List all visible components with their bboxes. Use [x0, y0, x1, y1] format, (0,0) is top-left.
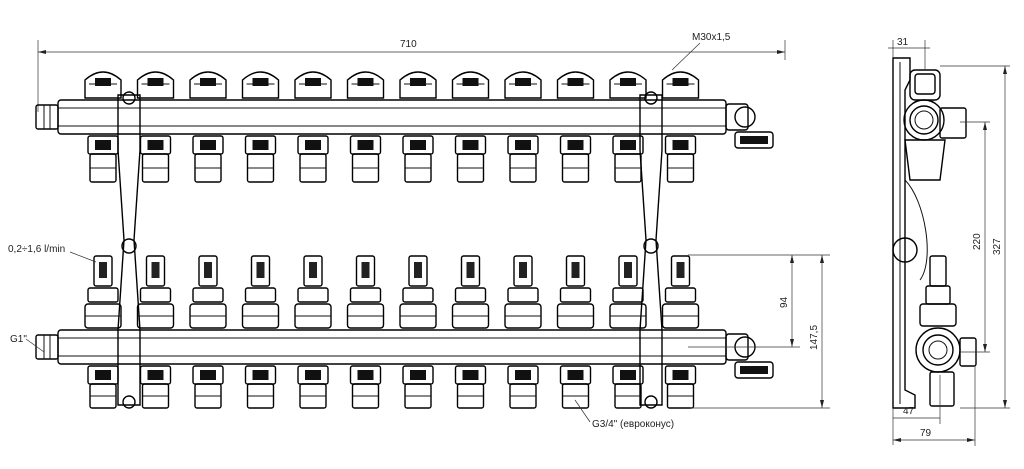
circuit-4: [241, 71, 280, 409]
dimension-710: 710: [37, 39, 786, 112]
thread-label: M30x1,5: [692, 32, 731, 43]
valve-cap: [294, 71, 332, 99]
valve-cap: [136, 71, 175, 99]
dimension-220: 220: [960, 121, 990, 353]
circuit-11: [609, 71, 647, 409]
dimension-94: 94: [688, 254, 830, 348]
valve-cap: [241, 71, 280, 99]
upper-manifold: [35, 99, 774, 149]
thread-callout: M30x1,5: [671, 32, 731, 71]
flow-meter: [303, 255, 323, 287]
dimension-327-label: 327: [992, 238, 1003, 255]
dimension-79-label: 79: [920, 428, 932, 439]
flow-meter: [355, 255, 376, 287]
circuit-1: [84, 71, 122, 409]
valve-cap: [84, 71, 122, 99]
circuit-2: [136, 71, 175, 409]
valve-cap: [504, 71, 542, 99]
circuit-5: [294, 71, 332, 409]
side-view: [892, 57, 977, 409]
inlet-callout: G1": [10, 334, 45, 353]
circuits: [84, 71, 700, 409]
dimension-47-label: 47: [903, 406, 915, 417]
flow-meter: [250, 255, 271, 287]
mounting-brackets: [117, 91, 663, 409]
flow-meter: [565, 255, 586, 287]
dimension-79: 79: [893, 366, 976, 446]
dimension-147: 147,5: [690, 255, 830, 409]
valve-cap: [661, 71, 700, 99]
valve-cap: [189, 71, 227, 99]
dimension-147-label: 147,5: [809, 325, 820, 350]
valve-cap: [556, 71, 595, 99]
valve-cap: [451, 71, 490, 99]
dimension-327: 327: [940, 65, 1010, 409]
circuit-3: [189, 71, 227, 409]
flow-meter: [198, 255, 218, 287]
flow-range-callout: 0,2÷1,6 l/min: [8, 244, 97, 263]
flow-meter: [145, 255, 166, 287]
lower-manifold: [35, 329, 774, 379]
flow-meter: [460, 255, 481, 287]
flow-meter: [513, 255, 533, 287]
circuit-7: [399, 71, 437, 409]
circuit-9: [504, 71, 542, 409]
dimension-31-label: 31: [897, 37, 909, 48]
outlet-label: G3/4" (евроконус): [592, 419, 674, 430]
flow-meter: [618, 255, 638, 287]
dimension-31: 31: [888, 37, 930, 70]
circuit-8: [451, 71, 490, 409]
flow-meter: [93, 255, 113, 287]
dimension-220-label: 220: [972, 233, 983, 250]
outlet-callout: G3/4" (евроконус): [574, 399, 674, 430]
circuit-6: [346, 71, 385, 409]
flow-range-label: 0,2÷1,6 l/min: [8, 244, 65, 255]
flow-meter: [670, 255, 691, 287]
flow-meter: [408, 255, 428, 287]
dimension-710-label: 710: [400, 39, 417, 50]
valve-cap: [609, 71, 647, 99]
valve-cap: [399, 71, 437, 99]
dimension-94-label: 94: [779, 296, 790, 308]
circuit-12: [661, 71, 700, 409]
circuit-10: [556, 71, 595, 409]
inlet-label: G1": [10, 334, 27, 345]
valve-cap: [346, 71, 385, 99]
dimension-47: 47: [892, 375, 941, 445]
